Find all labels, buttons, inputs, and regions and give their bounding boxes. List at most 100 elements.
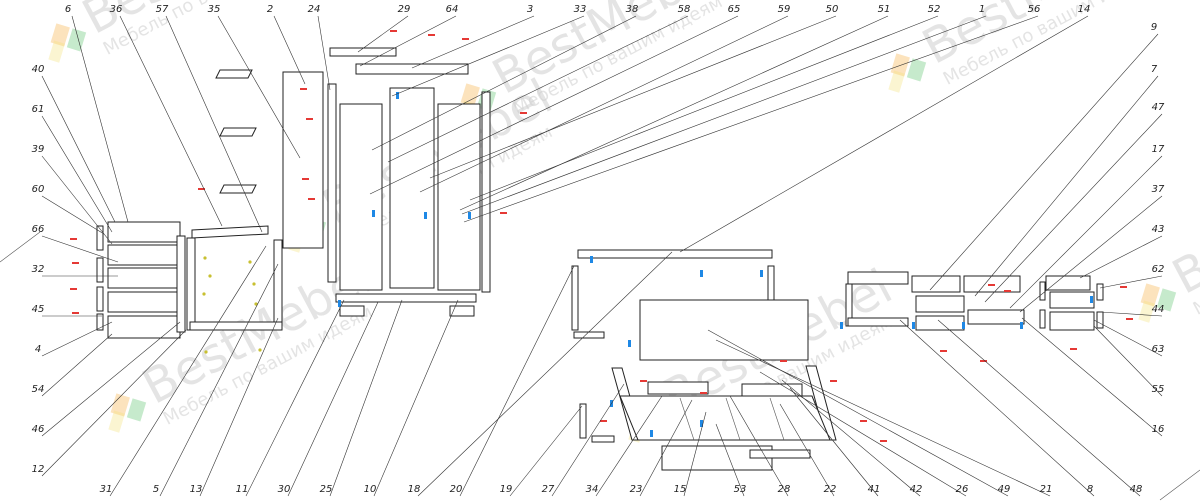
frame-side	[186, 237, 196, 331]
drawer-front	[107, 291, 181, 313]
drawer-front	[107, 244, 181, 266]
part-label-34: 34	[586, 484, 599, 495]
part-label-18: 18	[408, 484, 421, 495]
part-label-33: 33	[574, 4, 587, 15]
screw-marker	[72, 262, 79, 264]
screw-marker	[600, 420, 607, 422]
leader-line-59	[419, 15, 789, 193]
part-label-45: 45	[32, 304, 45, 315]
drawer-front	[647, 381, 709, 395]
leader-line-65	[369, 15, 739, 195]
part-label-63: 63	[1152, 344, 1165, 355]
screw-marker	[500, 212, 507, 214]
leader-line-3	[411, 15, 535, 69]
part-label-37: 37	[1152, 184, 1165, 195]
part-label-13: 13	[190, 484, 203, 495]
part-label-7: 7	[1151, 64, 1158, 75]
part-label-17: 17	[1152, 144, 1165, 155]
leader-line-23	[639, 399, 693, 497]
part-label-43: 43	[1152, 224, 1165, 235]
desk-frame	[619, 395, 831, 441]
drawer-front	[741, 383, 803, 397]
wardrobe-door	[339, 103, 383, 291]
leader-line-4	[41, 321, 113, 357]
fastener-marker	[840, 322, 843, 329]
wardrobe-door	[437, 103, 481, 291]
leader-line-35	[217, 15, 301, 159]
wardrobe-door	[389, 87, 435, 289]
part-label-19: 19	[500, 484, 513, 495]
screw-marker	[640, 380, 647, 382]
leader-line-62	[1099, 275, 1163, 289]
part-label-31: 31	[100, 484, 113, 495]
desk-back-panel	[639, 299, 809, 361]
leader-line-21	[715, 339, 1051, 497]
leader-lines	[41, 15, 1163, 497]
part-label-20: 20	[450, 484, 463, 495]
part-label-2: 2	[267, 4, 273, 15]
dowel-marker	[203, 256, 207, 260]
leader-line-56	[463, 15, 1039, 223]
leader-line-36	[119, 15, 223, 227]
dowel-marker	[248, 260, 252, 264]
part-label-1: 1	[979, 4, 985, 15]
screw-marker	[70, 288, 77, 290]
fastener-marker	[590, 256, 593, 263]
back-panel	[282, 71, 324, 249]
plinth	[339, 305, 365, 317]
frame-side	[273, 239, 283, 329]
leader-line-1	[461, 15, 987, 215]
screw-marker	[308, 198, 315, 200]
leader-line-64	[359, 15, 457, 67]
drawer-side	[1096, 311, 1104, 329]
leader-line-39	[41, 155, 113, 245]
leader-line-12	[41, 329, 187, 477]
part-label-10: 10	[364, 484, 377, 495]
leader-line-55	[1093, 325, 1163, 397]
drawer-front	[1049, 291, 1095, 309]
leader-line-20	[459, 265, 575, 497]
part-label-61: 61	[32, 104, 45, 115]
dowel-marker	[258, 348, 262, 352]
screw-marker	[980, 360, 987, 362]
part-label-38: 38	[626, 4, 639, 15]
leader-line-28	[729, 395, 789, 497]
fastener-marker	[338, 300, 341, 307]
leader-line-47	[984, 113, 1163, 303]
screw-marker	[830, 380, 837, 382]
fastener-marker	[1020, 322, 1023, 329]
part-label-66: 66	[32, 224, 45, 235]
part-label-62: 62	[1152, 264, 1165, 275]
part-label-23: 23	[630, 484, 643, 495]
leader-line-17	[1009, 155, 1163, 309]
frame-top	[191, 225, 269, 239]
shelf	[219, 127, 257, 137]
leader-line-50	[429, 15, 837, 179]
leader-line-2	[273, 15, 306, 85]
part-label-5: 5	[153, 484, 159, 495]
divider	[679, 397, 695, 441]
chest-side-panel	[176, 235, 186, 333]
screw-marker	[198, 188, 205, 190]
hardware-markers	[70, 30, 1133, 442]
leader-line-9	[929, 33, 1159, 291]
leader-line-60	[41, 195, 105, 235]
leader-line-33	[391, 15, 585, 97]
drawer-front	[107, 267, 181, 289]
leader-line-40	[41, 75, 116, 223]
part-label-39: 39	[32, 144, 45, 155]
fastener-marker	[628, 340, 631, 347]
part-label-54: 54	[32, 384, 45, 395]
fastener-marker	[760, 270, 763, 277]
fastener-marker	[468, 212, 471, 219]
part-label-11: 11	[236, 484, 249, 495]
part-label-6: 6	[65, 4, 71, 15]
fastener-marker	[650, 430, 653, 437]
part-label-60: 60	[32, 184, 45, 195]
fastener-marker	[700, 420, 703, 427]
side-panel	[327, 83, 337, 283]
leader-line-5	[159, 263, 279, 497]
fastener-marker	[424, 212, 427, 219]
part-label-30: 30	[278, 484, 291, 495]
